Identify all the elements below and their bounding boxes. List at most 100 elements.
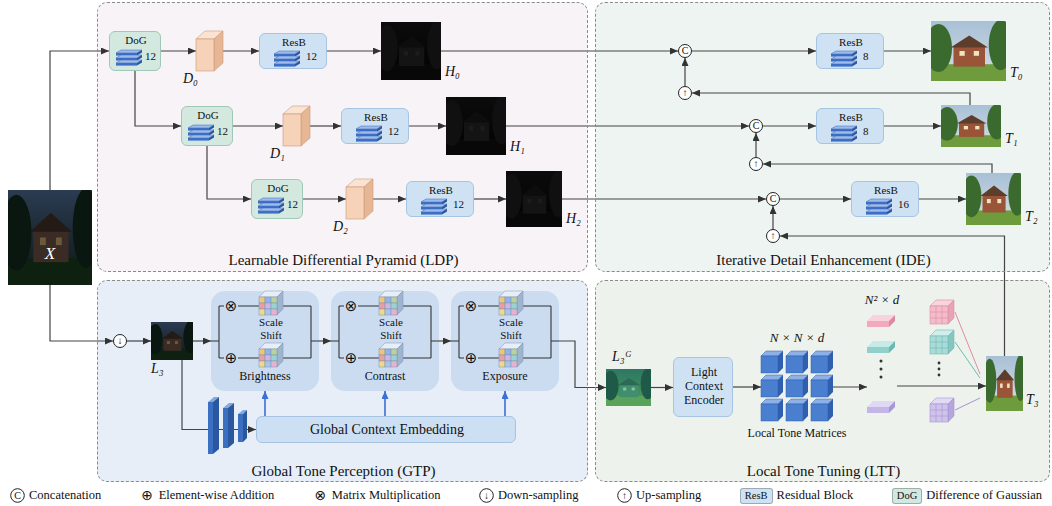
- dog-block: DoG12: [181, 106, 233, 146]
- polygon-part: [852, 136, 857, 142]
- rect-part: [385, 297, 391, 303]
- node-text: C: [766, 192, 780, 206]
- connector-arrow: [559, 341, 606, 388]
- node-text: Contrast: [331, 370, 439, 384]
- rect-part: [391, 361, 397, 367]
- polygon-part: [137, 60, 142, 66]
- polygon-part: [162, 331, 183, 339]
- polygon-part: [889, 315, 895, 327]
- polygon-part: [397, 291, 403, 315]
- node-text: ↑: [766, 229, 780, 243]
- rect-part: [930, 404, 948, 422]
- module-panel: CResB8T₀↑CResB8T₁↑CResB16T₂↑Iterative De…: [595, 2, 1050, 272]
- connector-arrow: [233, 125, 283, 126]
- connector-arrow: [384, 391, 386, 416]
- image-thumbnail: T₃: [986, 356, 1023, 411]
- rect-part: [505, 309, 511, 315]
- rect-part: [930, 306, 948, 324]
- node-text: ResB: [852, 184, 920, 197]
- parameter-label: Scale: [485, 316, 537, 329]
- node-text: DoG: [252, 182, 304, 195]
- operator-circle: ↑: [678, 86, 692, 100]
- node-text: ResB: [817, 111, 885, 124]
- connector-arrow: [763, 125, 816, 126]
- circle-part: [938, 374, 941, 377]
- rect-part: [259, 303, 265, 309]
- panel-fill: [97, 2, 588, 272]
- rect-part: [385, 349, 391, 355]
- connector-arrow: [763, 164, 992, 173]
- polygon-part: [277, 291, 283, 315]
- rect-part: [379, 297, 385, 303]
- node-text: Iterative Detail Enhancement (IDE): [596, 252, 1051, 269]
- rect-part: [274, 64, 295, 67]
- rect-part: [56, 238, 62, 246]
- circle-part: [880, 368, 883, 371]
- rect-part: [761, 404, 778, 421]
- polygon-part: [948, 330, 954, 354]
- rect-part: [505, 303, 511, 309]
- connector-arrow: [733, 386, 761, 387]
- rect-part: [399, 46, 424, 66]
- matrix-grid: N × N × dLocal Tone Matrices: [761, 351, 833, 423]
- rect-part: [404, 51, 408, 56]
- operator-circle: ↑: [749, 157, 763, 171]
- image-thumbnail-drawing: [986, 356, 1023, 411]
- image-thumbnail-drawing: [446, 97, 506, 155]
- operator-circle: C: [766, 192, 780, 206]
- rect-part: [391, 309, 397, 315]
- connector-arrow: [780, 198, 851, 199]
- operator-symbol: ⊕: [464, 351, 478, 365]
- node-text: X: [8, 244, 92, 264]
- rect-part: [997, 199, 1001, 203]
- polygon-part: [521, 184, 549, 195]
- node-text: 16: [898, 198, 909, 211]
- vector-column-drawing: [867, 313, 897, 431]
- connector-arrow: [562, 198, 766, 199]
- rect-part: [930, 336, 948, 354]
- image-thumbnail: L₃ᴳ: [606, 369, 651, 406]
- circle-part: [679, 87, 692, 100]
- polygon-part: [295, 61, 300, 67]
- circle-part: [767, 230, 780, 243]
- rect-part: [983, 195, 1006, 213]
- legend-text: Concatenation: [29, 488, 101, 503]
- image-thumbnail: H₀: [381, 22, 441, 80]
- rect-part: [511, 309, 517, 315]
- circle-part: [750, 158, 763, 171]
- image-thumbnail-drawing: [931, 21, 1006, 81]
- dog-block: DoG12: [251, 179, 303, 219]
- polygon-part: [803, 351, 808, 373]
- rect-part: [271, 309, 277, 315]
- rect-part: [116, 63, 137, 66]
- node-text: 8: [863, 50, 869, 63]
- circle-part: [11, 489, 25, 503]
- node-text: H₁: [510, 139, 525, 155]
- polygon-part: [803, 399, 808, 421]
- rect-part: [761, 356, 778, 373]
- node-text: 12: [388, 125, 399, 138]
- rect-part: [505, 361, 511, 367]
- rect-part: [265, 303, 271, 309]
- rect-part: [1000, 384, 1003, 388]
- legend-text: Down-sampling: [498, 488, 579, 503]
- node-text: ↓: [113, 334, 127, 348]
- node-text: Exposure: [451, 370, 559, 384]
- rect-part: [511, 355, 517, 361]
- ellipse-part: [1008, 173, 1021, 216]
- node-text: Global Tone Perception (GTP): [98, 463, 589, 480]
- rect-part: [954, 46, 986, 66]
- embedding-box: Global Context Embedding: [256, 416, 516, 443]
- rect-part: [786, 380, 803, 397]
- rect-part: [987, 199, 991, 203]
- path-part: [930, 336, 948, 354]
- connector-arrow: [50, 51, 109, 190]
- rect-part: [511, 297, 517, 303]
- feature-cuboid-drawing: [346, 179, 373, 219]
- rect-part: [391, 297, 397, 303]
- rect-part: [175, 341, 178, 344]
- rect-part: [164, 338, 182, 351]
- connector-arrow: [207, 146, 251, 199]
- image-thumbnail-drawing: [606, 369, 651, 406]
- node-text: ↑: [678, 86, 692, 100]
